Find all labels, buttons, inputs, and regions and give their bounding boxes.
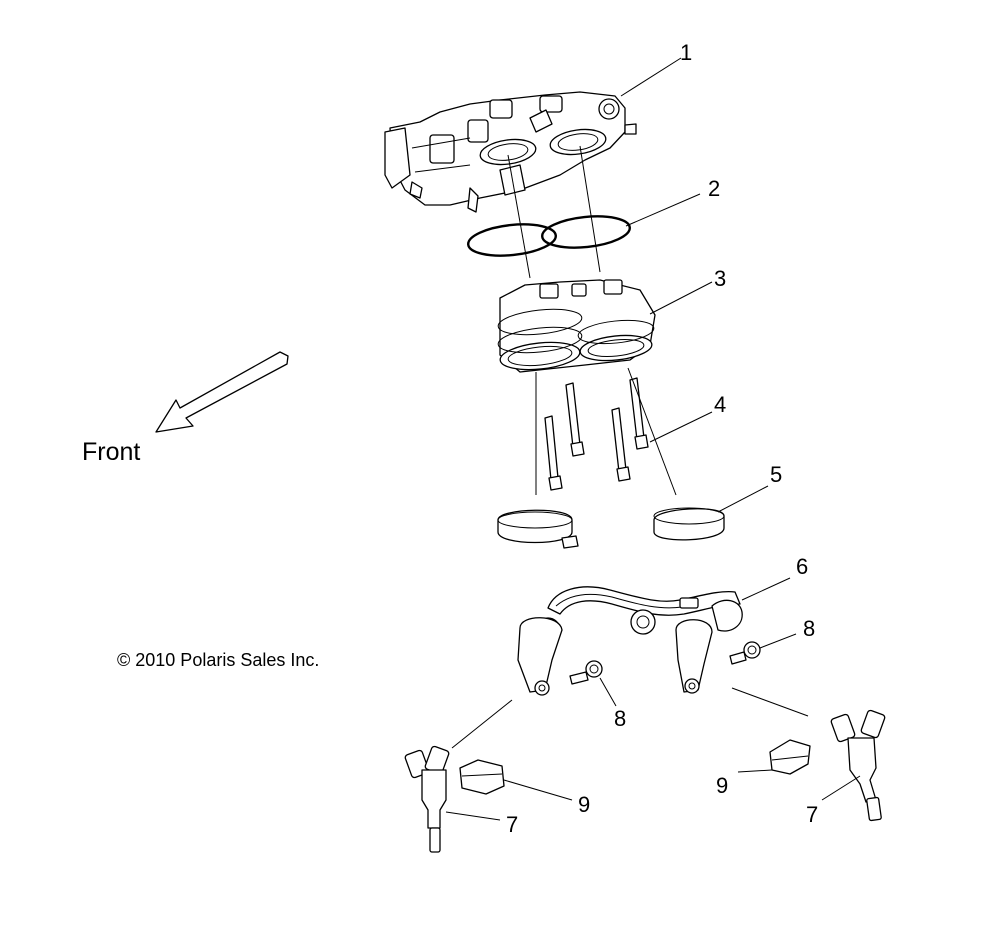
fuel-injector-right	[731, 687, 886, 822]
callout-8-right: 8	[803, 616, 815, 641]
screw-left	[569, 660, 617, 707]
alignment-line-right	[579, 145, 601, 273]
injector-clip-right	[737, 739, 811, 775]
screw-right	[729, 633, 797, 665]
intake-boot-assembly	[497, 279, 713, 373]
bolt	[629, 377, 649, 450]
callout-1: 1	[680, 40, 692, 65]
front-direction-arrow	[155, 351, 289, 433]
copyright-notice: © 2010 Polaris Sales Inc.	[117, 650, 319, 670]
bolt	[611, 407, 631, 482]
fuel-rail-assembly	[517, 577, 791, 696]
fuel-injector-left	[404, 699, 513, 853]
throttle-body	[384, 57, 682, 213]
callout-7-left: 7	[506, 812, 518, 837]
hose-clamp-right	[653, 485, 769, 541]
callout-9-right: 9	[716, 773, 728, 798]
double-o-ring-seal	[467, 193, 701, 257]
bolt	[565, 382, 585, 457]
hose-clamp-left	[497, 509, 579, 549]
bolt	[544, 415, 563, 491]
callout-2: 2	[708, 176, 720, 201]
injector-clip-left	[459, 759, 573, 801]
front-label: Front	[82, 438, 140, 466]
callout-4: 4	[714, 392, 726, 417]
callout-6: 6	[796, 554, 808, 579]
callout-8-left: 8	[614, 706, 626, 731]
callout-9-left: 9	[578, 792, 590, 817]
callout-3: 3	[714, 266, 726, 291]
alignment-line-left	[507, 154, 531, 279]
callout-5: 5	[770, 462, 782, 487]
bolt-set	[535, 367, 713, 496]
callout-7-right: 7	[806, 802, 818, 827]
